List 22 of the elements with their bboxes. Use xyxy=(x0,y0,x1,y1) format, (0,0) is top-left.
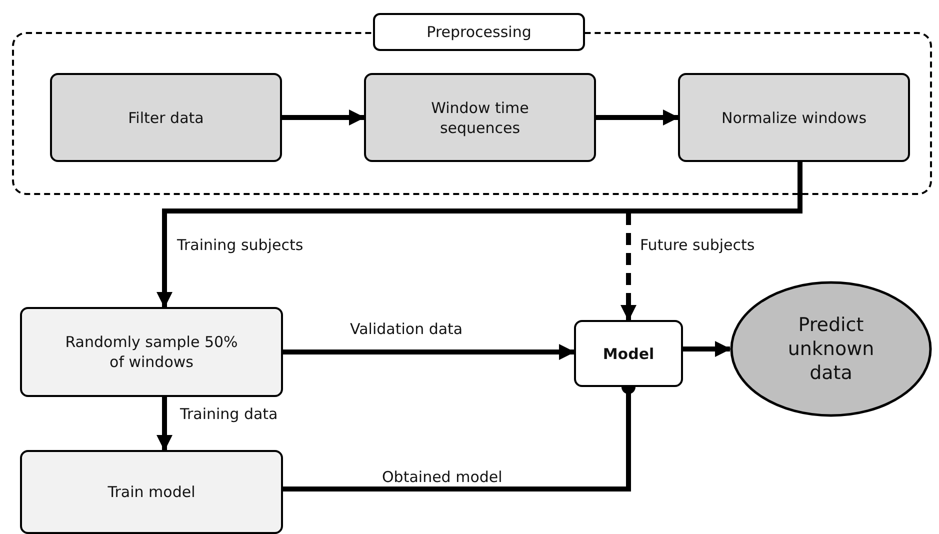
model-box xyxy=(574,320,683,387)
process-box xyxy=(20,450,283,534)
process-box xyxy=(364,73,596,162)
node-label: Randomly sample 50% of windows xyxy=(64,332,239,372)
arrow xyxy=(282,110,365,126)
node-label: Window time sequences xyxy=(430,98,530,138)
node-label: Filter data xyxy=(127,108,205,128)
arrow xyxy=(683,341,731,357)
edge-label: Future subjects xyxy=(640,236,755,254)
process-box xyxy=(678,73,910,162)
process-box xyxy=(20,307,283,397)
node-label: Model xyxy=(602,344,656,364)
arrow xyxy=(596,110,679,126)
group-heading: Preprocessing xyxy=(373,13,585,51)
edge-label: Training data xyxy=(180,405,278,423)
process-box xyxy=(50,73,282,162)
node-label: Train model xyxy=(106,482,196,502)
arrow xyxy=(156,397,172,451)
arrow xyxy=(283,344,575,360)
node-label: Predict unknown data xyxy=(786,313,876,385)
node-label: Normalize windows xyxy=(720,108,868,128)
edge-label: Training subjects xyxy=(177,236,304,254)
